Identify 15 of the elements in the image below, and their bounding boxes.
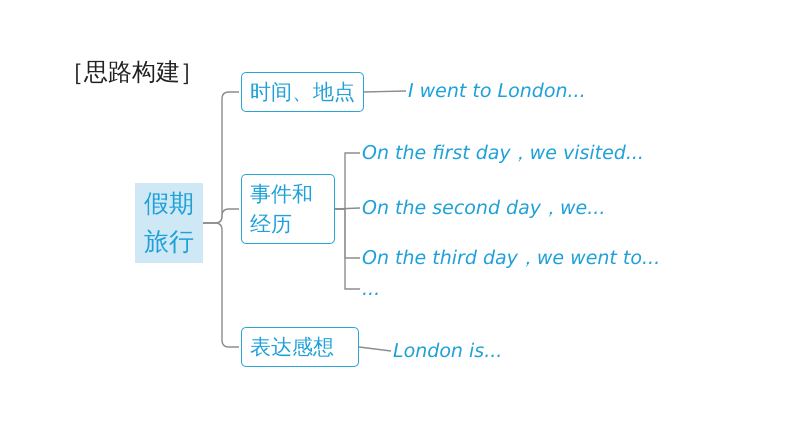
- heading: ［思路构建］: [60, 57, 204, 88]
- example-sentence: I went to London...: [408, 80, 586, 102]
- example-sentence: On the second day，we...: [362, 195, 606, 221]
- category-box: 事件和经历: [241, 174, 335, 244]
- category-box: 时间、地点: [241, 72, 364, 112]
- category-box: 表达感想: [241, 327, 359, 367]
- example-sentence: On the third day，we went to...: [362, 245, 660, 271]
- connector-line: [364, 90, 406, 93]
- connector-line: [334, 207, 360, 210]
- connector-line: [203, 222, 239, 348]
- example-sentence: London is...: [393, 340, 502, 362]
- ellipsis-text: ...: [362, 278, 380, 300]
- topic-box: 假期旅行: [135, 183, 203, 263]
- example-sentence: On the first day，we visited...: [362, 140, 644, 166]
- connector-line: [358, 346, 392, 352]
